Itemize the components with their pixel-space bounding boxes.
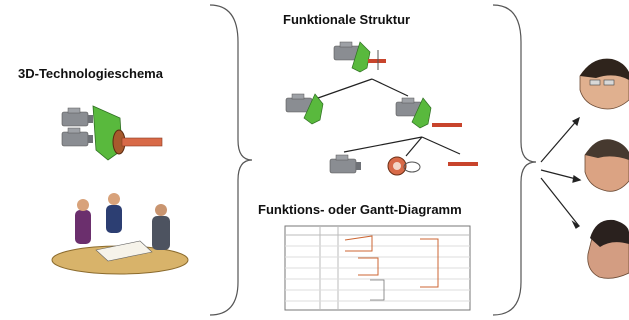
gantt-chart-thumbnail <box>284 225 471 311</box>
left-title: 3D-Technologieschema <box>18 66 163 81</box>
functional-structure-tree <box>285 41 478 176</box>
gantt-title: Funktions- oder Gantt-Diagramm <box>258 202 462 217</box>
center-title: Funktionale Struktur <box>283 12 411 27</box>
technology-scheme-drawing <box>61 105 163 161</box>
left-brace <box>209 4 253 316</box>
person-face-icon <box>587 219 629 279</box>
person-face-icon <box>579 58 629 110</box>
meeting-people-icon <box>51 193 189 275</box>
output-arrows <box>540 116 582 229</box>
right-brace <box>492 4 537 316</box>
person-face-icon <box>584 139 629 192</box>
